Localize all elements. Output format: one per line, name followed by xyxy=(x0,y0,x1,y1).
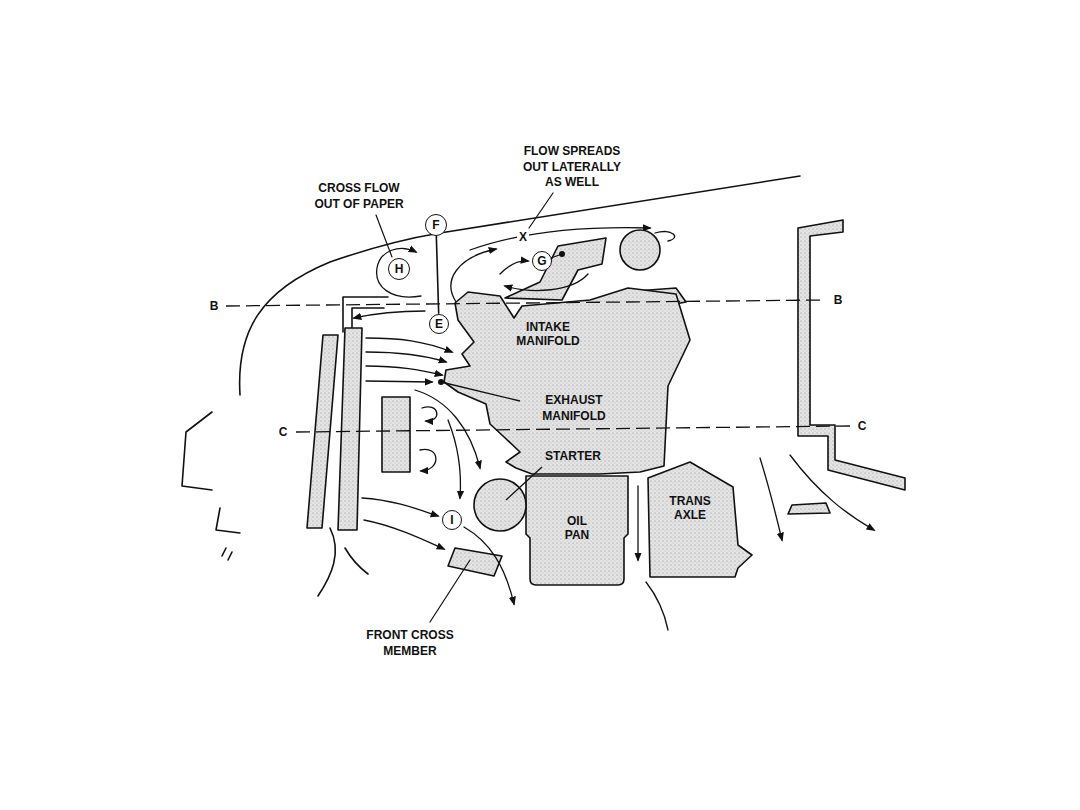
streamline xyxy=(505,274,588,290)
section-line xyxy=(226,300,826,306)
label-anchor: STARTER xyxy=(533,449,613,465)
flow-marker: X xyxy=(517,230,529,246)
streamline xyxy=(362,498,438,516)
leader-line xyxy=(529,193,553,228)
engine-block: INTAKE MANIFOLD xyxy=(436,284,694,478)
streamline xyxy=(470,228,650,250)
condenser xyxy=(382,397,410,472)
radiator-support xyxy=(343,297,388,332)
lower-panel-line xyxy=(345,548,368,574)
streamline xyxy=(364,520,444,549)
link-line xyxy=(436,236,438,314)
flow-note: FLOW SPREADS OUT LATERALLY AS WELL xyxy=(516,144,628,191)
label-anchor: X xyxy=(513,230,533,246)
streamline xyxy=(760,458,782,540)
streamline xyxy=(366,338,452,352)
part-name: TRANS AXLE xyxy=(665,494,715,523)
oil-pan-outline xyxy=(526,476,628,585)
leader-line xyxy=(441,382,520,401)
section-letter: C xyxy=(858,419,867,435)
flow-note: CROSS FLOW OUT OF PAPER xyxy=(309,181,409,212)
label-anchor: B xyxy=(828,293,848,309)
recirculation-loop xyxy=(420,449,436,471)
frame-member xyxy=(788,503,830,514)
part-name: INTAKE MANIFOLD xyxy=(506,320,590,349)
streamline xyxy=(366,366,442,375)
trans-axle-outline xyxy=(648,462,752,577)
streamline xyxy=(366,352,446,362)
streamline xyxy=(790,455,874,530)
streamline xyxy=(377,249,421,297)
streamline xyxy=(448,420,461,498)
part-name: OIL PAN xyxy=(557,514,597,543)
streamline xyxy=(354,311,425,318)
front-bumper xyxy=(182,412,212,490)
callout-circle: F xyxy=(425,214,447,236)
streamline xyxy=(500,261,528,274)
callout-circle: H xyxy=(388,258,410,280)
radiator xyxy=(307,335,338,528)
trans-axle: TRANS AXLE xyxy=(646,460,754,579)
callout-letter: F xyxy=(432,218,439,232)
front-cross-member xyxy=(448,548,502,576)
front-panel-mark xyxy=(222,548,232,560)
label-anchor: FLOW SPREADS OUT LATERALLY AS WELL xyxy=(516,144,628,191)
streamline xyxy=(366,381,432,382)
label-anchor: B xyxy=(204,299,224,315)
front-panel-mark xyxy=(216,508,240,533)
radiator-support xyxy=(352,308,384,330)
streamline xyxy=(646,582,668,630)
label-anchor: FRONT CROSS MEMBER xyxy=(348,628,473,659)
part-name: EXHAUST MANIFOLD xyxy=(529,393,619,424)
leader-line xyxy=(376,215,392,257)
air-duct xyxy=(505,238,606,300)
label-anchor: C xyxy=(852,419,872,435)
callout-circle: E xyxy=(429,314,449,334)
label-anchor: CROSS FLOW OUT OF PAPER xyxy=(309,181,409,212)
air-cleaner xyxy=(620,230,660,270)
streamline xyxy=(637,486,638,560)
firewall xyxy=(798,220,905,490)
callout-circle: I xyxy=(442,510,462,530)
starter-motor xyxy=(474,479,526,531)
section-letter: C xyxy=(279,425,288,441)
recirculation-loop xyxy=(422,407,437,421)
streamline xyxy=(415,390,480,468)
engine-block-outline xyxy=(436,284,694,478)
callout-letter: H xyxy=(395,262,404,276)
leader-line xyxy=(430,560,470,622)
streamline xyxy=(464,527,514,604)
leader-dot xyxy=(438,379,444,385)
label-anchor: EXHAUST MANIFOLD xyxy=(529,393,619,424)
oil-pan: OIL PAN xyxy=(524,474,630,587)
streamline xyxy=(655,232,675,241)
callout-letter: E xyxy=(435,317,443,331)
part-name: FRONT CROSS MEMBER xyxy=(348,628,473,659)
callout-letter: G xyxy=(537,254,546,268)
lower-panel-line xyxy=(318,528,335,596)
section-letter: B xyxy=(834,293,843,309)
radiator xyxy=(338,328,362,530)
leader-line xyxy=(506,467,542,500)
part-name: STARTER xyxy=(545,449,601,465)
section-letter: B xyxy=(210,299,219,315)
callout-circle: G xyxy=(532,251,552,271)
leader-dot xyxy=(559,251,565,257)
engine-block-outline xyxy=(444,288,690,474)
label-anchor: C xyxy=(273,425,293,441)
section-line xyxy=(296,426,850,432)
callout-letter: I xyxy=(450,513,453,527)
